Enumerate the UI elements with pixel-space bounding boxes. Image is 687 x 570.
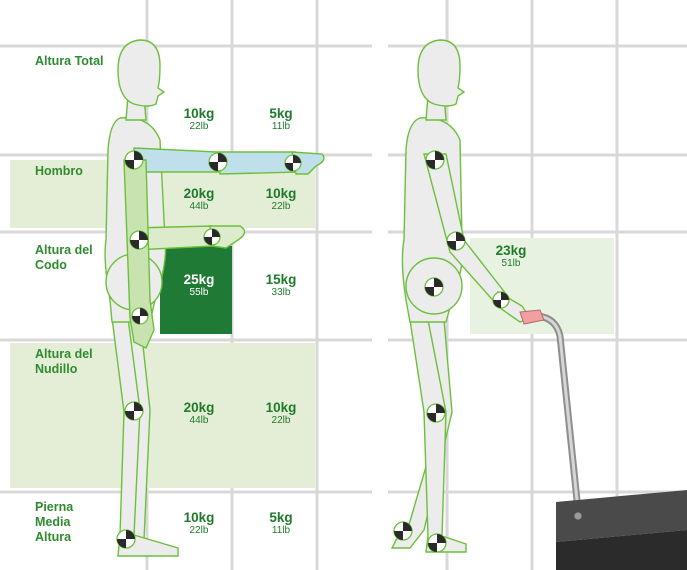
machine-handle-pivot (574, 512, 582, 520)
weight-knuckle-far: 10kg 22lb (251, 400, 311, 427)
weight-kg: 10kg (251, 186, 311, 201)
weight-lb: 11lb (251, 525, 311, 537)
weight-lb: 22lb (251, 201, 311, 213)
weight-kg: 25kg (169, 272, 229, 287)
weight-lb: 22lb (251, 415, 311, 427)
label-total-height: Altura Total (35, 54, 104, 69)
weight-above-shoulder-far: 5kg 11lb (251, 106, 311, 133)
weight-shoulder-far: 10kg 22lb (251, 186, 311, 213)
weight-elbow-near: 25kg 55lb (169, 272, 229, 299)
weight-lb: 55lb (169, 287, 229, 299)
figure-head (118, 40, 164, 106)
weight-kg: 5kg (251, 510, 311, 525)
label-mid-leg: Pierna Media Altura (35, 500, 73, 545)
weight-kg: 10kg (169, 510, 229, 525)
pusher-head (418, 40, 464, 106)
weight-push-pull: 23kg 51lb (481, 243, 541, 270)
weight-lb: 11lb (251, 121, 311, 133)
weight-mid-leg-far: 5kg 11lb (251, 510, 311, 537)
weight-kg: 10kg (251, 400, 311, 415)
weight-kg: 15kg (251, 272, 311, 287)
weight-kg: 20kg (169, 186, 229, 201)
weight-elbow-far: 15kg 33lb (251, 272, 311, 299)
weight-lb: 22lb (169, 525, 229, 537)
weight-lb: 33lb (251, 287, 311, 299)
label-shoulder: Hombro (35, 164, 83, 179)
weight-lb: 44lb (169, 415, 229, 427)
label-knuckle-height: Altura del Nudillo (35, 347, 93, 377)
weight-above-shoulder-near: 10kg 22lb (169, 106, 229, 133)
weight-kg: 5kg (251, 106, 311, 121)
weight-lb: 51lb (481, 258, 541, 270)
weight-shoulder-near: 20kg 44lb (169, 186, 229, 213)
weight-kg: 23kg (481, 243, 541, 258)
weight-kg: 20kg (169, 400, 229, 415)
weight-mid-leg-near: 10kg 22lb (169, 510, 229, 537)
weight-knuckle-near: 20kg 44lb (169, 400, 229, 427)
weight-lb: 44lb (169, 201, 229, 213)
weight-lb: 22lb (169, 121, 229, 133)
machine-handle-bar (538, 316, 578, 510)
label-elbow-height: Altura del Codo (35, 243, 93, 273)
machine (520, 310, 687, 570)
weight-kg: 10kg (169, 106, 229, 121)
